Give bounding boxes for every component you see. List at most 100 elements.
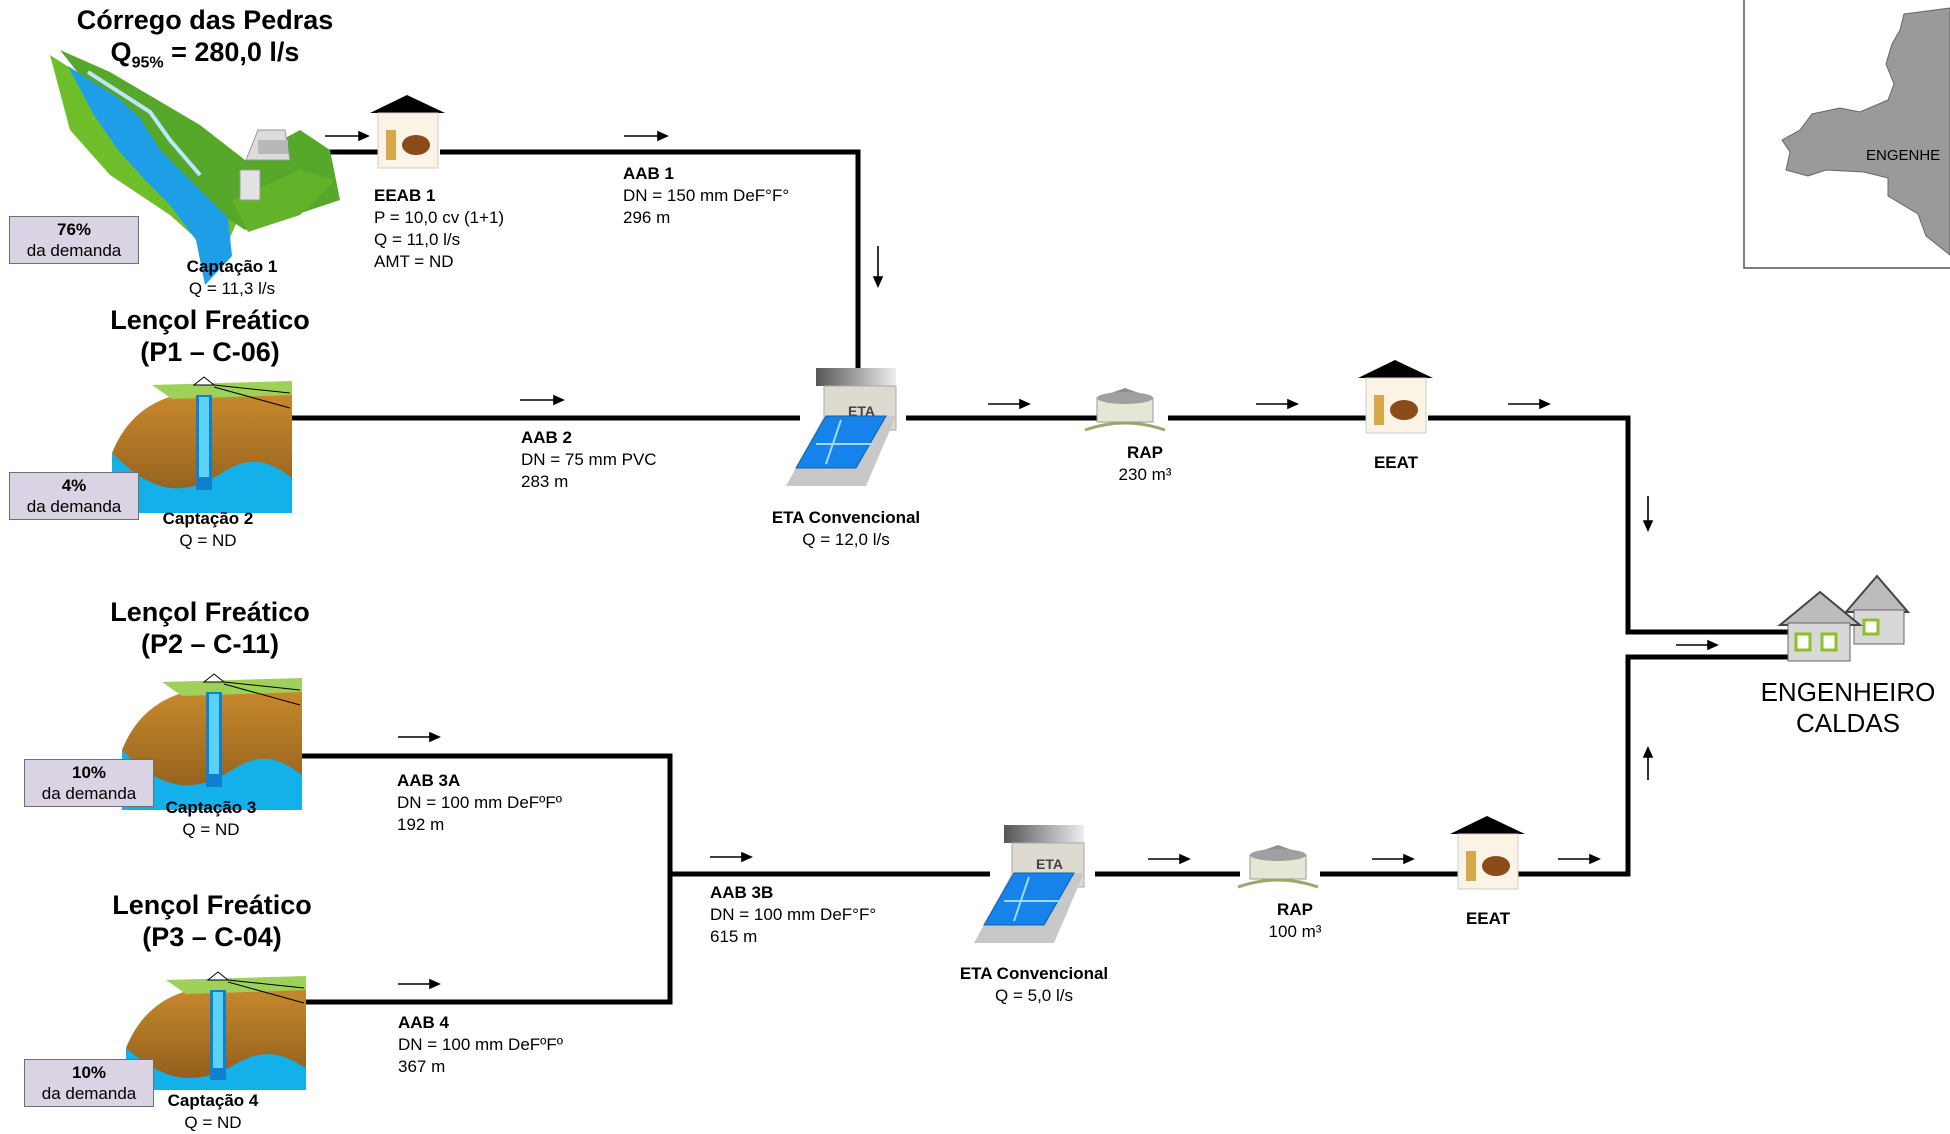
pipe-name: AAB 1 [623, 164, 675, 183]
rap-name: RAP [1277, 900, 1313, 919]
demand-share: 76% [56, 220, 92, 239]
location-map: ENGENHE [1743, 0, 1950, 269]
pipe-dn: DN = 100 mm DeFºFº [398, 1035, 563, 1054]
dam-capture-icon [50, 50, 340, 285]
eta-name: ETA Convencional [771, 508, 921, 527]
eeat-name: EEAT [1465, 909, 1511, 928]
demand-share: 10% [71, 1063, 107, 1082]
pipe-label: AAB 3A DN = 100 mm DeFºFº 192 m [397, 770, 562, 836]
pipe-aab1 [440, 149, 861, 418]
destination-line2: CALDAS [1795, 708, 1901, 738]
pipe-dn: DN = 75 mm PVC [521, 450, 657, 469]
flow-symbol: Q [110, 37, 132, 67]
pipe-dn: DN = 150 mm DeF°F° [623, 186, 790, 205]
pipe-aab3a [298, 753, 673, 1005]
well-icon [122, 673, 302, 810]
eeat-name: EEAT [1373, 453, 1419, 472]
map-label: ENGENHE [1866, 147, 1940, 164]
arrow-right-icon [1148, 853, 1191, 865]
capture-flow: Q = ND [184, 1113, 242, 1132]
reservoir-icon [1084, 388, 1166, 432]
aquifer-code: (P2 – C-11) [140, 629, 280, 659]
eta-name: ETA Convencional [959, 964, 1109, 983]
pump-station-icon [1450, 816, 1525, 890]
pipe-dn: DN = 100 mm DeF°F° [710, 905, 877, 924]
aquifer-code: (P3 – C-04) [142, 922, 282, 952]
arrow-right-icon [325, 130, 370, 142]
demand-note: da demanda [26, 241, 122, 260]
arrow-down-icon [1642, 496, 1654, 532]
arrow-down-icon [872, 246, 884, 288]
eeab-flow: Q = 11,0 l/s [374, 230, 461, 249]
arrow-right-icon [398, 978, 441, 990]
well-icon [112, 376, 292, 513]
pipe-length: 192 m [397, 815, 445, 834]
rap-volume: 100 m³ [1268, 922, 1322, 941]
rap-volume: 230 m³ [1118, 465, 1172, 484]
demand-badge: 4%da demanda [9, 472, 139, 520]
arrow-right-icon [1372, 853, 1415, 865]
arrow-right-icon [1558, 853, 1601, 865]
pipe-name: AAB 3B [710, 883, 774, 902]
eeat-label: EEAT [1356, 452, 1436, 474]
pipe-label: AAB 2 DN = 75 mm PVC 283 m [521, 427, 657, 493]
eta-icon: ETA [974, 825, 1085, 943]
arrow-right-icon [624, 130, 669, 142]
pipe-name: AAB 3A [397, 771, 461, 790]
eta-icon-label: ETA [848, 403, 875, 419]
demand-badge: 10% da demanda [24, 759, 154, 807]
arrow-right-icon [988, 398, 1031, 410]
capture-flow: Q = ND [179, 531, 237, 550]
pipe-dn: DN = 100 mm DeFºFº [397, 793, 562, 812]
arrow-right-icon [1676, 639, 1719, 651]
pipe-length: 367 m [398, 1057, 446, 1076]
eta-flow: Q = 12,0 l/s [802, 530, 890, 549]
aquifer-code: (P1 – C-06) [140, 337, 280, 367]
eta-label: ETA Convencional Q = 12,0 l/s [746, 507, 946, 551]
reservoir-icon [1237, 845, 1319, 889]
capture-flow: Q = ND [182, 820, 240, 839]
demand-badge: 76% da demanda [9, 216, 139, 264]
flow-percentile: 95% [131, 54, 164, 72]
demand-share: 10% [71, 763, 107, 782]
eta-label: ETA Convencional Q = 5,0 l/s [934, 963, 1134, 1007]
capture-label: Captação 3 Q = ND [131, 797, 291, 841]
arrow-right-icon [520, 394, 565, 406]
pipe-eeat1-city [1428, 415, 1792, 635]
eta-icon: ETA [786, 368, 897, 486]
eeab-name: EEAB 1 [374, 186, 436, 205]
flow-value: = 280,0 l/s [163, 37, 300, 67]
destination-line1: ENGENHEIRO [1760, 677, 1936, 707]
arrow-right-icon [1508, 398, 1551, 410]
eeab-head: AMT = ND [374, 252, 454, 271]
demand-badge: 10% da demanda [24, 1059, 154, 1107]
pipe-length: 283 m [521, 472, 569, 491]
arrow-right-icon [710, 851, 753, 863]
demand-note: da demanda [41, 1084, 137, 1103]
capture-name: Captação 3 [165, 798, 257, 817]
well-icon [126, 971, 306, 1090]
arrow-right-icon [398, 731, 441, 743]
capture-name: Captação 1 [186, 257, 278, 276]
eeat-label: EEAT [1448, 908, 1528, 930]
pipe-label: AAB 3B DN = 100 mm DeF°F° 615 m [710, 882, 876, 948]
pipe-eeat2-city [1518, 654, 1792, 877]
demand-note: da demanda [26, 497, 122, 516]
pipe-length: 615 m [710, 927, 758, 946]
eeab-power: P = 10,0 cv (1+1) [374, 208, 505, 227]
arrow-right-icon [1256, 398, 1299, 410]
pipe-network [280, 149, 1792, 1005]
source-title: Córrego das Pedras [76, 5, 334, 35]
pipe-name: AAB 4 [398, 1013, 450, 1032]
pump-station-icon [370, 95, 445, 169]
eta-flow: Q = 5,0 l/s [995, 986, 1073, 1005]
demand-note: da demanda [41, 784, 137, 803]
pipe-name: AAB 2 [521, 428, 573, 447]
houses-icon [1777, 574, 1911, 662]
